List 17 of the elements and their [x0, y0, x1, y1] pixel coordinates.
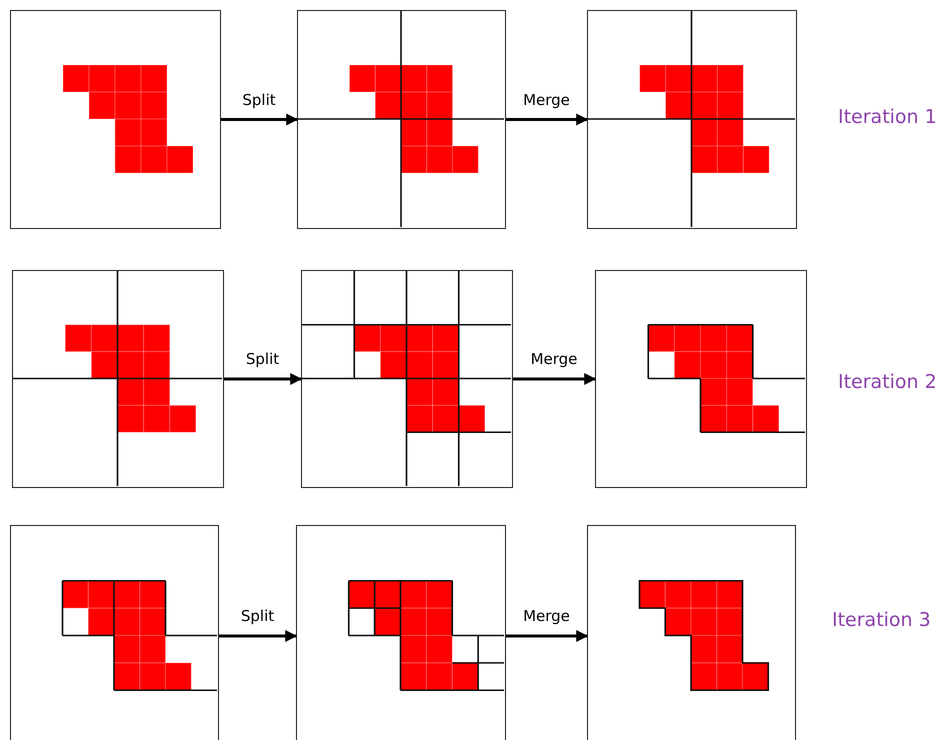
arrow	[224, 373, 302, 385]
grid-panel	[10, 10, 221, 229]
arrow	[506, 114, 588, 126]
arrow	[506, 630, 588, 642]
arrow	[219, 630, 298, 642]
iteration-label: Iteration 3	[832, 609, 931, 631]
edge-label: Split	[238, 607, 276, 625]
arrow	[221, 114, 298, 126]
grid-panel	[595, 270, 807, 488]
edge-label: Split	[240, 90, 278, 108]
grid-panel	[296, 525, 506, 740]
iteration-label: Iteration 1	[838, 106, 937, 128]
iteration-label: Iteration 2	[838, 371, 937, 393]
grid-panel	[10, 525, 219, 740]
grid-panel	[587, 525, 796, 740]
arrow	[513, 373, 596, 385]
edge-label: Split	[244, 350, 282, 368]
